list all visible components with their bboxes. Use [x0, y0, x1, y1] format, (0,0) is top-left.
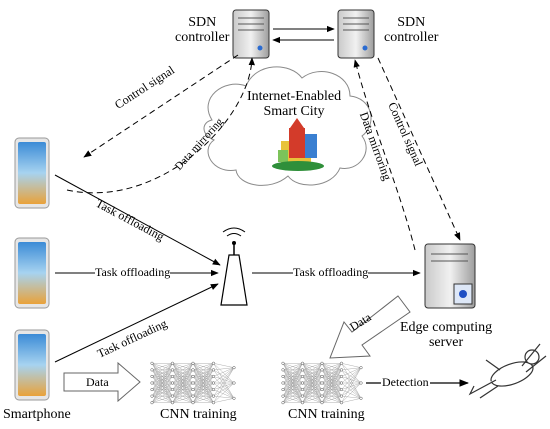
cnn-training-label-1: CNN training	[160, 407, 237, 422]
falling-person-icon	[468, 343, 547, 399]
smartphone-3-icon	[14, 329, 50, 401]
edge-server-icon	[424, 243, 476, 309]
base-station-icon	[220, 227, 248, 306]
detection-label: Detection	[381, 375, 430, 390]
task-offloading-label-4: Task offloading	[293, 265, 369, 280]
task-offloading-arrow-3	[54, 283, 219, 363]
smartphone-1-icon	[14, 137, 50, 209]
data-mirroring-left-line	[66, 57, 255, 194]
data-arrow-label-phone: Data	[86, 375, 109, 389]
smartphone-label: Smartphone	[3, 407, 71, 422]
task-offloading-arrow-1	[54, 174, 221, 266]
smart-city-icon	[272, 118, 324, 171]
task-offloading-label-2: Task offloading	[95, 265, 171, 280]
neural-network-2-icon	[281, 361, 363, 405]
control-signal-left-line	[83, 54, 239, 158]
control-signal-right-line	[377, 57, 461, 241]
data-arrow-right-icon	[63, 361, 141, 403]
sdn-controller-right-icon	[337, 9, 375, 59]
smart-city-cloud	[203, 66, 372, 186]
data-mirroring-right-line	[353, 59, 416, 251]
neural-network-1-icon	[150, 361, 236, 405]
sdn-controller-left-icon	[232, 9, 270, 59]
data-arrow-down-icon	[329, 295, 411, 359]
smartphone-2-icon	[14, 237, 50, 309]
cnn-training-label-2: CNN training	[288, 407, 365, 422]
